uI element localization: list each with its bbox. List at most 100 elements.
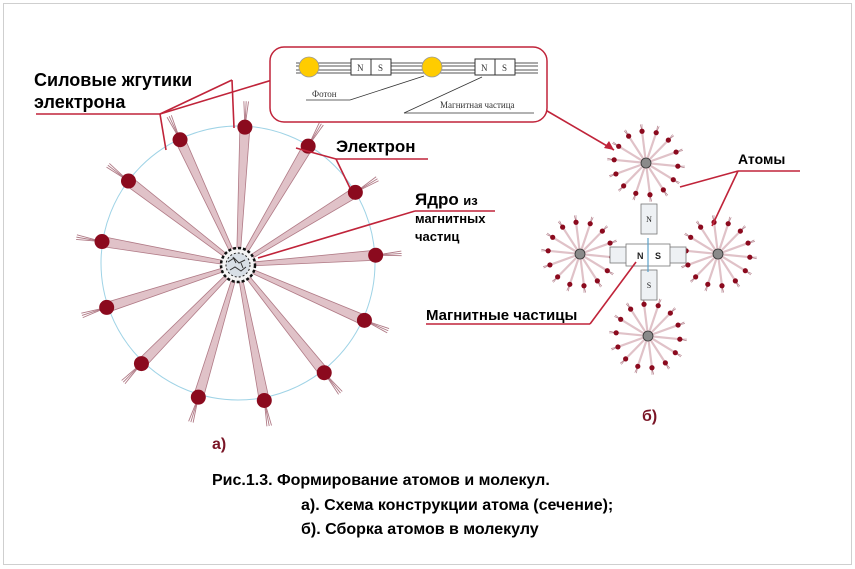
small-electron bbox=[719, 283, 725, 289]
small-electron bbox=[670, 177, 676, 183]
magnet-bar bbox=[640, 203, 658, 235]
electron-dot bbox=[356, 312, 372, 328]
small-electron bbox=[604, 268, 610, 274]
small-electron bbox=[633, 190, 639, 196]
small-atom bbox=[541, 215, 619, 293]
magnet-bar bbox=[640, 269, 658, 301]
electron-dot bbox=[172, 132, 188, 148]
electron-dot bbox=[120, 173, 136, 189]
small-electron bbox=[672, 350, 678, 356]
small-electron bbox=[675, 163, 681, 169]
small-electron bbox=[747, 254, 753, 260]
force-strand bbox=[236, 143, 314, 267]
annotation-line bbox=[589, 261, 637, 325]
magnetic-particle-label: Магнитная частица bbox=[440, 100, 515, 110]
electron-dot bbox=[368, 247, 384, 263]
small-electron bbox=[545, 248, 551, 254]
nucleus-label-suffix: из bbox=[463, 193, 478, 208]
force-strands-label-line2: электрона bbox=[34, 92, 126, 112]
force-strands-label: Силовые жгутики электрона bbox=[34, 69, 192, 113]
photon-label: Фотон bbox=[312, 89, 337, 99]
small-electron bbox=[660, 187, 666, 193]
small-nucleus bbox=[640, 157, 652, 169]
small-electron bbox=[653, 130, 659, 136]
annotation-line bbox=[541, 107, 615, 151]
small-electron bbox=[732, 278, 738, 284]
electron-dot bbox=[347, 184, 363, 200]
small-electron bbox=[611, 157, 617, 163]
small-electron bbox=[649, 365, 655, 371]
pole-n-label: N bbox=[481, 63, 488, 73]
annotation-line bbox=[711, 170, 739, 227]
small-nucleus bbox=[712, 248, 724, 260]
annotation-line bbox=[257, 210, 416, 259]
small-electron bbox=[615, 344, 621, 350]
pole-n-label: N bbox=[357, 63, 364, 73]
magnet-icon: N S bbox=[474, 58, 516, 76]
nucleus-label: Ядро из магнитных частиц bbox=[415, 190, 485, 246]
annotation-line bbox=[231, 79, 235, 129]
small-electron bbox=[698, 224, 704, 230]
annotation-line bbox=[295, 147, 337, 160]
electron-dot bbox=[94, 234, 110, 250]
small-electron bbox=[662, 360, 668, 366]
force-strands-group bbox=[76, 101, 402, 427]
nucleus-label-main: Ядро bbox=[415, 190, 459, 209]
small-electron bbox=[628, 306, 634, 312]
small-electron bbox=[613, 171, 619, 177]
figure-caption-line1: Рис.1.3. Формирование атомов и молекул. bbox=[212, 472, 550, 489]
part-a-label: а) bbox=[212, 436, 227, 453]
figure-frame bbox=[3, 3, 852, 565]
small-electron bbox=[618, 316, 624, 322]
electron-dot bbox=[99, 299, 115, 315]
pole-s-label: S bbox=[378, 63, 383, 73]
small-electron bbox=[693, 274, 699, 280]
small-electron bbox=[547, 262, 553, 268]
figure-caption-line3: б). Сборка атомов в молекулу bbox=[301, 521, 539, 538]
small-atom bbox=[607, 124, 685, 202]
small-electron bbox=[635, 363, 641, 369]
small-electron bbox=[737, 228, 743, 234]
photon-icon bbox=[298, 56, 320, 78]
photon-icon bbox=[421, 56, 443, 78]
small-electron bbox=[607, 240, 613, 246]
small-electron bbox=[587, 221, 593, 227]
small-electron bbox=[647, 192, 653, 198]
small-electron bbox=[567, 281, 573, 287]
small-electron bbox=[641, 301, 647, 307]
small-electron bbox=[550, 234, 556, 240]
small-electron bbox=[623, 356, 629, 362]
small-electron bbox=[599, 228, 605, 234]
small-nucleus bbox=[574, 248, 586, 260]
part-b-label: б) bbox=[642, 408, 658, 425]
small-electron bbox=[725, 221, 731, 227]
magnet-icon: N S bbox=[350, 58, 392, 76]
annotation-line bbox=[159, 79, 233, 115]
electron-label: Электрон bbox=[336, 137, 416, 156]
small-electron bbox=[688, 234, 694, 240]
force-strand bbox=[236, 263, 367, 326]
small-electron bbox=[616, 143, 622, 149]
small-electron bbox=[581, 283, 587, 289]
electron-dot bbox=[237, 119, 253, 135]
magnet-pole-label: S bbox=[655, 251, 661, 261]
electron-dot bbox=[190, 389, 206, 405]
small-electron bbox=[613, 330, 619, 336]
electron-dot bbox=[256, 392, 272, 408]
small-atom bbox=[679, 215, 757, 293]
small-electron bbox=[573, 219, 579, 225]
nucleus-label-line3: частиц bbox=[415, 229, 460, 244]
atoms-label: Атомы bbox=[738, 151, 786, 167]
pole-s-label: S bbox=[502, 63, 507, 73]
small-electron bbox=[673, 149, 679, 155]
small-electron bbox=[665, 137, 671, 143]
small-electron bbox=[745, 240, 751, 246]
small-electron bbox=[705, 281, 711, 287]
electron-dot bbox=[133, 356, 149, 372]
electrons-group bbox=[94, 119, 384, 408]
force-strand bbox=[174, 137, 240, 267]
magnet-pole-label: N bbox=[646, 215, 652, 224]
small-electron bbox=[594, 278, 600, 284]
